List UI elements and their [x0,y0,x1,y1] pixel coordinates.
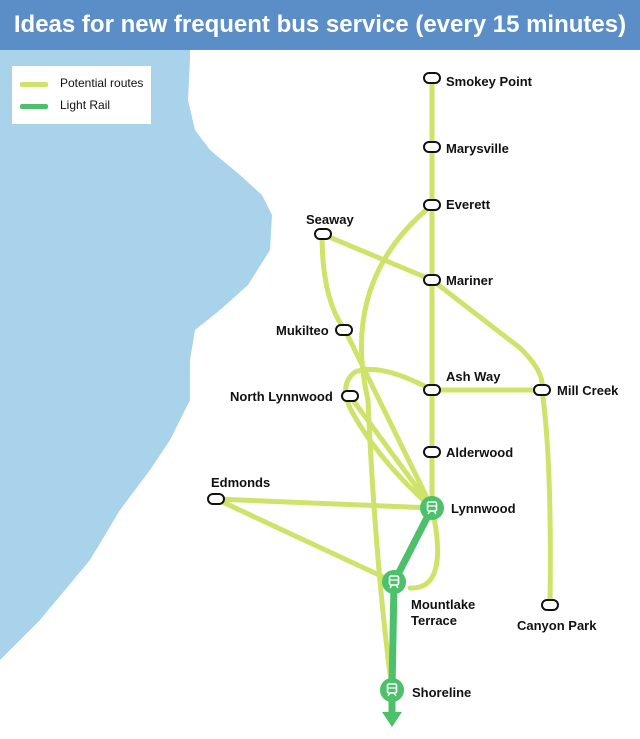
bus-stop-icon [341,390,359,402]
stop-label-ash-way: Ash Way [446,369,501,384]
route-north-lynnwood-lynnwood [347,393,435,511]
stop-label-lynnwood: Lynnwood [451,501,516,516]
stop-label-canyon-park: Canyon Park [517,618,597,633]
bus-routes [213,75,553,693]
bus-stop-icon [423,384,441,396]
bus-stop-icon [423,141,441,153]
bus-stop-icon [423,72,441,84]
stop-label-marysville: Marysville [446,141,509,156]
stop-label-edmonds: Edmonds [211,475,271,490]
stop-label-mariner: Mariner [446,273,493,288]
water-body [0,0,272,660]
route-edmonds-lynnwood [213,496,435,511]
train-icon [420,496,444,520]
page-title: Ideas for new frequent bus service (ever… [13,11,627,38]
route-edmonds-mountlake [213,496,397,585]
train-icon [382,570,406,594]
route-lynnwood-mountlake-loop [407,505,441,591]
legend-swatch-bus [20,82,48,87]
stop-label-everett: Everett [446,197,491,212]
stop-label-north-lynnwood: North Lynnwood [230,389,333,404]
bus-stops [207,72,559,611]
light-rail-stations [380,496,444,702]
bus-stop-icon [423,446,441,458]
legend-swatch-rail [20,104,48,109]
stop-label-seaway: Seaway [306,212,354,227]
legend-label: Potential routes [60,76,144,90]
bus-stop-icon [423,199,441,211]
bus-stop-icon [541,599,559,611]
legend-label: Light Rail [60,98,111,112]
bus-stop-icon [533,384,551,396]
stop-label-alderwood: Alderwood [446,445,514,460]
stop-label-shoreline: Shoreline [412,685,472,700]
route-seaway-millcreek-canyonpark [319,231,553,607]
route-everett-shoreline [359,202,435,693]
bus-stop-icon [423,274,441,286]
stop-label-smokey-point: Smokey Point [446,74,532,89]
stop-label-mill-creek: Mill Creek [557,383,619,398]
bus-stop-icon [207,493,225,505]
legend: Potential routes Light Rail [12,66,151,124]
arrow-down-icon [382,712,402,727]
bus-stop-icon [335,324,353,336]
stop-label-mukilteo: Mukilteo [276,323,329,338]
bus-stop-icon [314,228,332,240]
stop-label-mountlake-terrace: Mountlake Terrace [411,597,476,628]
title-bar [0,0,640,50]
train-icon [380,678,404,702]
